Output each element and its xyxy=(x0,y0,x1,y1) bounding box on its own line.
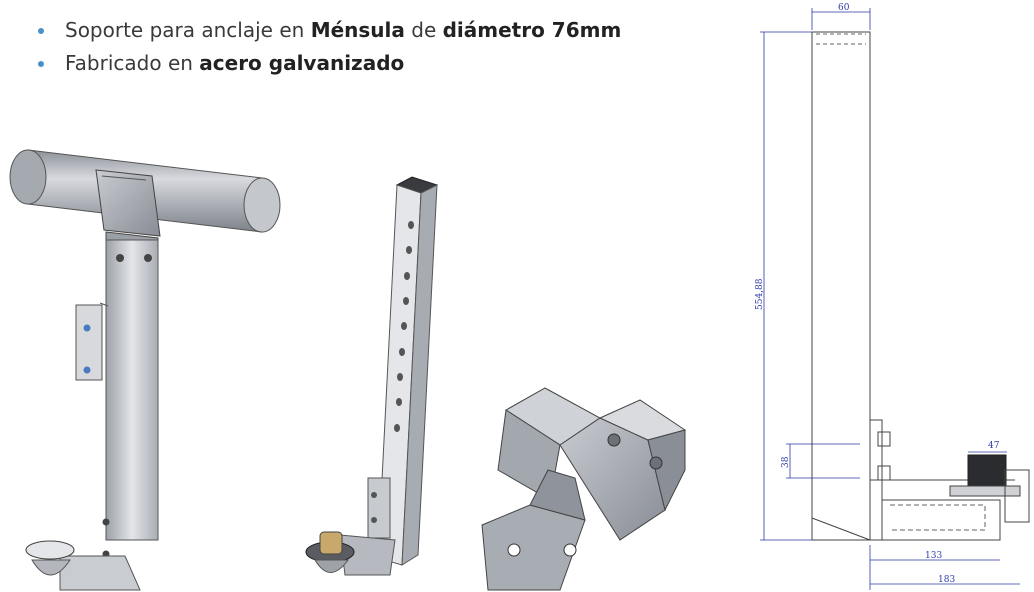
svg-text:60: 60 xyxy=(838,3,850,13)
svg-text:554,88: 554,88 xyxy=(755,278,765,310)
technical-drawing: 60 554,88 38 47 133 183 xyxy=(755,3,1030,590)
feature-material: Fabricado en acero galvanizado xyxy=(38,47,621,80)
svg-text:38: 38 xyxy=(781,456,791,468)
assembly-tall-post xyxy=(305,176,439,576)
assembly-with-pipe xyxy=(9,149,281,591)
assembly-clamp xyxy=(481,387,687,591)
svg-text:183: 183 xyxy=(938,575,955,585)
feature-list: Soporte para anclaje en Ménsula de diáme… xyxy=(38,14,621,80)
svg-text:47: 47 xyxy=(988,441,1000,451)
feature-mounting: Soporte para anclaje en Ménsula de diáme… xyxy=(38,14,621,47)
svg-text:133: 133 xyxy=(925,551,942,561)
